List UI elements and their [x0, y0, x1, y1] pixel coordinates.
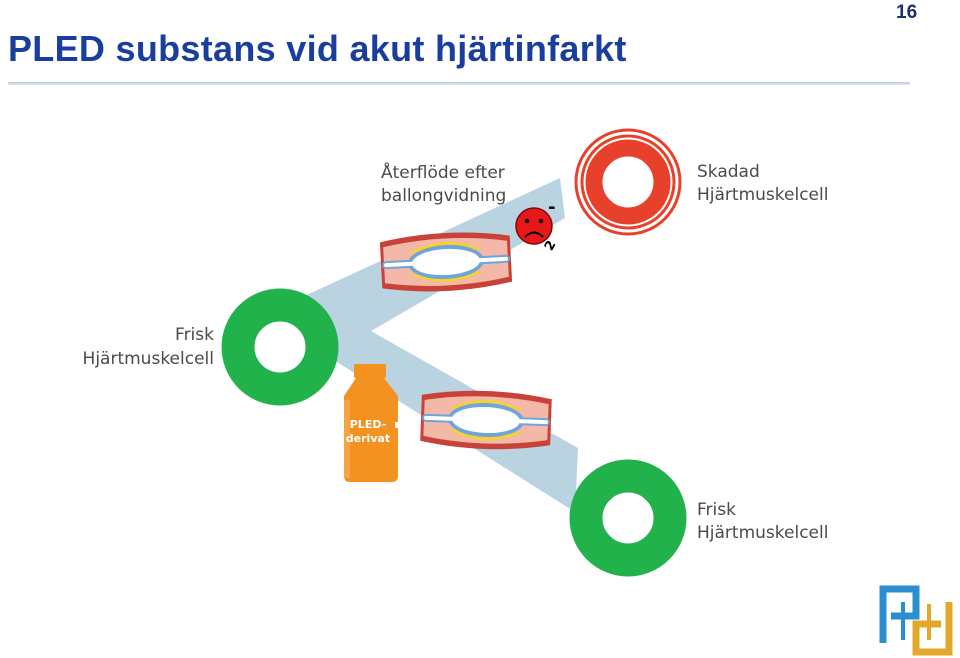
- page-number: 16: [896, 2, 918, 23]
- healthy-cell-left-label-1: Frisk: [175, 325, 214, 345]
- title-divider: [8, 82, 910, 85]
- reperfusion-label-1: Återflöde efter: [381, 161, 505, 183]
- vessel-balloon-bottom: [420, 388, 552, 452]
- slide-title: PLED substans vid akut hjärtinfarkt: [8, 28, 627, 69]
- healthy-cell-right: [569, 459, 687, 577]
- vial-label-1: PLED-: [350, 418, 387, 431]
- vial-label-2: derivat: [346, 432, 390, 445]
- damaged-cell-label-1: Skadad: [697, 162, 760, 182]
- damaged-cell-label-2: Hjärtmuskelcell: [697, 185, 828, 205]
- pled-vial: PLED- derivat: [344, 364, 398, 482]
- healthy-cell-right-label-2: Hjärtmuskelcell: [697, 523, 828, 543]
- superoxide-charge: -: [548, 197, 555, 218]
- superoxide-subscript: 2: [542, 238, 560, 253]
- healthy-cell-left: [221, 288, 339, 406]
- damaged-cell: [574, 128, 682, 236]
- pled-logo-icon: [879, 585, 953, 656]
- reperfusion-label-2: ballongvidning: [381, 186, 506, 206]
- healthy-cell-right-label-1: Frisk: [697, 500, 736, 520]
- plus-icon: [395, 414, 417, 436]
- vessel-balloon-top: [379, 229, 513, 295]
- healthy-cell-left-label-2: Hjärtmuskelcell: [83, 349, 214, 369]
